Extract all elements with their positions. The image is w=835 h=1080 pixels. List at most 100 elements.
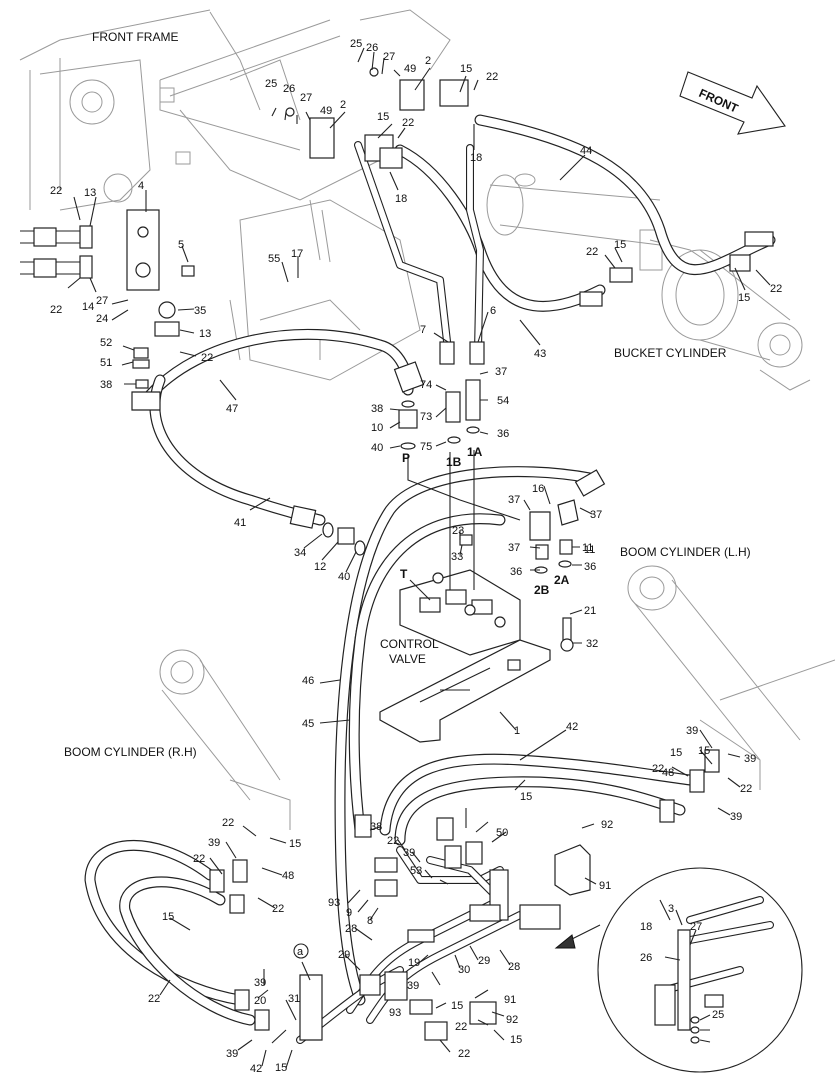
fittings-left-stack [131, 301, 180, 411]
part-number-16: 16 [532, 483, 544, 495]
part-number-37: 37 [495, 366, 507, 378]
part-number-22: 22 [458, 1048, 470, 1060]
part-number-15: 15 [377, 111, 389, 123]
part-number-31: 31 [288, 993, 300, 1005]
part-number-6: 6 [490, 305, 496, 317]
hose-42-48-lh [379, 753, 696, 846]
part-number-91: 91 [504, 994, 516, 1006]
label-control-valve-2: VALVE [389, 652, 426, 666]
small-fittings-top [285, 67, 774, 307]
callout-a-label: a [297, 946, 304, 958]
label-boom-cylinder-lh: BOOM CYLINDER (L.H) [620, 545, 751, 559]
boom-cylinder-lh-outline [627, 565, 835, 790]
part-number-10: 10 [371, 422, 383, 434]
part-number-5: 5 [178, 239, 184, 251]
part-number-20: 20 [254, 995, 266, 1007]
callout-a-circle [293, 943, 309, 959]
part-number-93: 93 [389, 1007, 401, 1019]
part-number-22: 22 [272, 903, 284, 915]
part-number-73: 73 [420, 411, 432, 423]
part-number-3: 3 [668, 903, 674, 915]
part-number-2: 2 [425, 55, 431, 67]
part-number-55: 55 [268, 253, 280, 265]
part-number-11: 11 [582, 542, 593, 554]
part-number-93: 93 [328, 897, 340, 909]
part-number-32: 32 [586, 638, 598, 650]
label-control-valve-1: CONTROL [380, 637, 439, 651]
part-number-92: 92 [506, 1014, 518, 1026]
fittings-column-1b-1a [393, 341, 485, 450]
part-number-26: 26 [283, 83, 295, 95]
part-number-15: 15 [162, 911, 174, 923]
part-number-25: 25 [350, 38, 362, 50]
part-number-18: 18 [395, 193, 407, 205]
region-labels: FRONT FRAME BUCKET CYLINDER BOOM CYLINDE… [64, 30, 751, 959]
part-number-25: 25 [265, 78, 277, 90]
part-number-39: 39 [208, 837, 220, 849]
part-number-46: 46 [302, 675, 314, 687]
part-number-39: 39 [254, 977, 266, 989]
part-number-36: 36 [510, 566, 522, 578]
part-number-2: 2 [340, 99, 346, 111]
part-number-14: 14 [82, 301, 94, 313]
clamp-assemblies [209, 749, 720, 1041]
part-number-29: 29 [338, 949, 350, 961]
port-label: 1A [467, 445, 483, 459]
part-number-74: 74 [420, 379, 432, 391]
part-number-15: 15 [738, 292, 750, 304]
part-number-29: 29 [478, 955, 490, 967]
part-number-18: 18 [640, 921, 652, 933]
part-number-49: 49 [320, 105, 332, 117]
part-number-22: 22 [402, 117, 414, 129]
part-number-92: 92 [601, 819, 613, 831]
part-number-39: 39 [403, 847, 415, 859]
part-number-27: 27 [96, 295, 108, 307]
part-number-15: 15 [510, 1034, 522, 1046]
part-number-38: 38 [371, 403, 383, 415]
fittings-16-11 [529, 469, 606, 574]
part-number-39: 39 [226, 1048, 238, 1060]
front-frame-outline [19, 9, 451, 381]
part-number-4: 4 [138, 180, 144, 192]
tube-6 [466, 144, 484, 354]
port-label: 1B [446, 455, 462, 469]
hose-41 [149, 374, 326, 526]
part-number-52: 52 [100, 337, 112, 349]
part-number-26: 26 [640, 952, 652, 964]
bucket-cylinder-outline [486, 173, 811, 391]
part-number-15: 15 [520, 791, 532, 803]
port-label: T [400, 567, 408, 581]
part-number-12: 12 [314, 561, 326, 573]
bracket-1 [379, 639, 551, 743]
front-direction-arrow: FRONT [679, 71, 786, 135]
label-bucket-cylinder: BUCKET CYLINDER [614, 346, 727, 360]
part-number-27: 27 [690, 921, 702, 933]
part-number-22: 22 [652, 763, 664, 775]
boom-cylinder-rh-outline [159, 649, 291, 830]
part-number-15: 15 [451, 1000, 463, 1012]
part-number-33: 33 [451, 551, 463, 563]
part-number-39: 39 [744, 753, 756, 765]
part-number-37: 37 [508, 542, 520, 554]
part-number-9: 9 [346, 907, 352, 919]
part-number-23: 23 [452, 525, 464, 537]
part-number-22: 22 [201, 352, 213, 364]
part-number-21: 21 [584, 605, 596, 617]
part-number-48: 48 [662, 767, 674, 779]
brackets-50-29 [299, 844, 591, 1041]
port-label: 2B [534, 583, 550, 597]
control-valve [399, 534, 574, 656]
part-number-39: 39 [686, 725, 698, 737]
part-number-15: 15 [275, 1062, 287, 1074]
hose-42-48-rh [84, 839, 256, 1026]
part-number-42: 42 [250, 1063, 262, 1075]
part-number-22: 22 [222, 817, 234, 829]
leader-lines [67, 47, 771, 1069]
hose-44 [474, 114, 776, 276]
part-number-26: 26 [366, 42, 378, 54]
fittings-41-end [289, 505, 366, 556]
fittings-13-14 [20, 225, 93, 279]
part-number-22: 22 [740, 783, 752, 795]
part-number-38: 38 [100, 379, 112, 391]
part-number-40: 40 [338, 571, 350, 583]
